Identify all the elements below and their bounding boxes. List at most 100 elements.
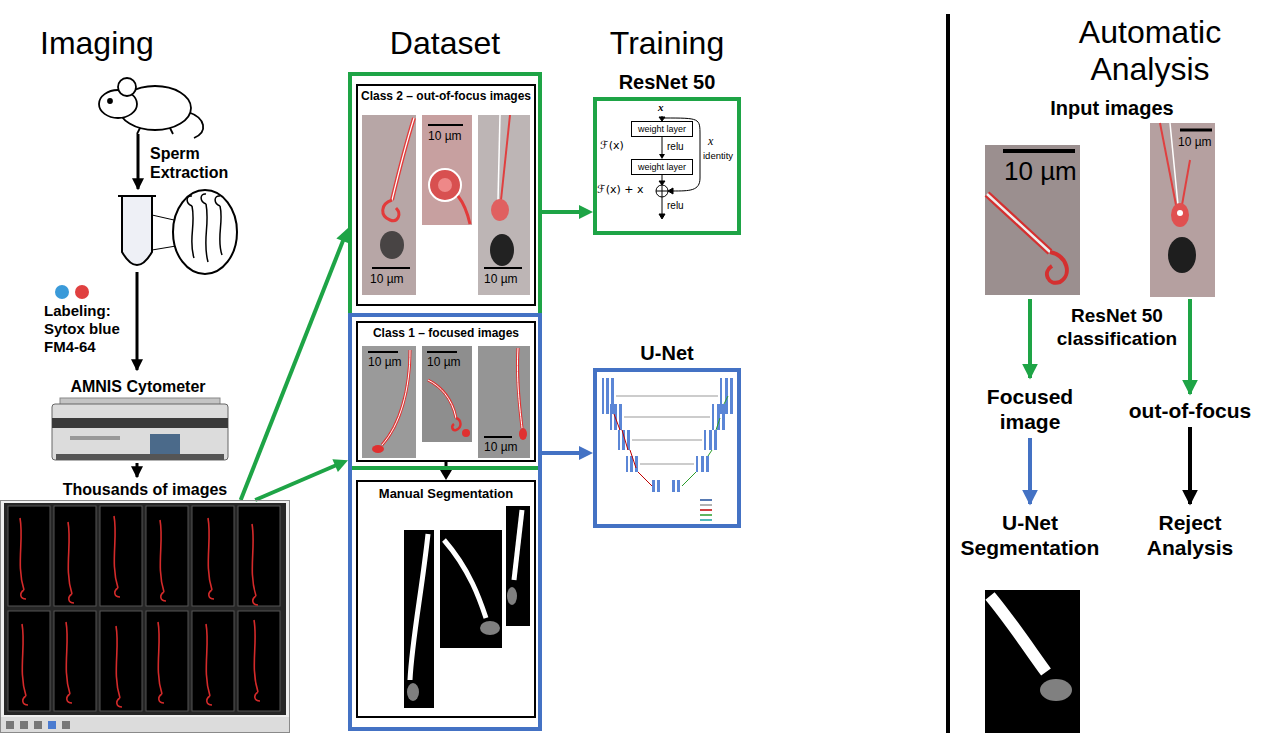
flow-arrow [241,228,350,500]
label-anchor: 10 µm [484,272,518,286]
out-of-focus-micrograph [458,196,470,224]
unet-architecture-drawing [635,456,638,472]
unet-architecture-drawing [720,378,722,414]
math-label: ℱ(x) [600,139,624,152]
box-text: weight layer [638,122,686,136]
out-of-focus-micrograph [392,118,414,200]
unet-architecture-drawing [657,480,660,492]
unet-architecture-drawing [626,456,628,472]
residual-block-drawing [662,197,663,215]
image-gallery-screenshot [116,626,122,707]
step-label: AMNIS Cytometer [48,377,228,396]
flow-arrow [1028,438,1032,504]
step-label: ResNet 50 classification [1051,304,1183,350]
label-anchor: identity [703,150,733,161]
dye-dots [55,285,69,299]
image-gallery-screenshot [0,717,290,733]
box-text: weight layer [638,160,686,174]
segmentation-mask [410,534,428,680]
output-mask [985,590,1080,733]
column-header: Dataset [350,24,540,62]
unet-architecture-drawing [640,464,694,465]
image-gallery-screenshot [34,721,42,729]
label-anchor: 10 µm [368,355,402,369]
tube-drawing [118,195,156,197]
image-gallery-screenshot [22,624,28,705]
label-anchor: x [658,101,664,114]
connector-line [241,240,344,500]
scale-bar-label: 10 µm [428,129,462,143]
network-box: ResNet 50weight layerweight layer [593,97,741,235]
out-of-focus-micrograph [372,267,410,269]
input-micrograph [1003,149,1075,153]
label-anchor: 10 µm [1178,135,1212,149]
label-anchor: Imaging [40,24,154,62]
unet-architecture-drawing [706,456,709,472]
box-text: U-Net [640,341,693,365]
image-gallery-screenshot [54,506,96,606]
label-anchor: U-Net Segmentation [956,510,1104,560]
box-text: Thousands of images [63,480,227,499]
out-of-focus-micrograph [438,178,452,192]
label-anchor: Automatic Analysis [1045,14,1255,88]
tube-drawing [152,246,176,250]
box-text: Class 2 – out-of-focus images [361,89,531,103]
output-mask [1040,679,1072,701]
focused-micrograph [517,348,522,428]
cytometer-drawing [150,434,180,454]
arrowhead [579,446,593,460]
label-anchor: relu [667,200,684,212]
flow-arrow [542,205,593,219]
unet-architecture-drawing [704,430,706,450]
mouse-drawing [108,99,112,103]
math-label: ℱ(x) + x [597,183,643,196]
box-text: Class 1 – focused images [373,326,519,340]
image-gallery-screenshot [114,516,120,597]
column-header: Imaging [40,24,154,62]
focused-micrograph [452,418,460,430]
label-anchor: AMNIS Cytometer [48,377,228,396]
dye-dots [75,285,89,299]
unet-architecture-drawing [700,514,712,516]
output-mask [985,590,1080,733]
unet-architecture-drawing [619,404,622,430]
flow-arrow [255,459,348,500]
focused-micrograph [427,351,457,353]
connector-line [542,210,580,214]
out-of-focus-micrograph [478,115,530,295]
unet-architecture-drawing [602,378,604,414]
image-gallery-screenshot [4,503,286,715]
column-header: Training [572,24,762,62]
flow-arrow [1188,427,1192,504]
input-micrograph [985,123,1215,297]
focused-micrograph [519,428,527,440]
out-of-focus-micrograph [428,124,463,126]
tube-drawing [118,190,237,274]
process-arrow [136,272,139,370]
segmentation-mask [506,506,530,626]
input-micrograph [987,194,1050,252]
network-box: U-Net [593,368,741,528]
label-anchor: 10 µm [428,129,462,143]
segmentation-mask [480,621,500,635]
column-header: Automatic Analysis [1045,14,1255,88]
segmentation-mask [444,540,486,618]
tube-drawing [187,194,222,262]
image-gallery-screenshot [238,611,280,711]
image-gallery-screenshot [8,506,50,606]
arrowhead [579,205,593,219]
image-gallery-screenshot [146,506,188,606]
segmentation-box: Manual Segmentation [356,480,536,718]
residual-block-drawing [656,185,668,197]
label-anchor: 10 µm [370,272,404,286]
arrowhead [440,470,452,480]
input-micrograph [1168,237,1196,273]
image-gallery-screenshot [160,520,166,601]
step-label: out-of-focus [1120,398,1260,423]
scale-bar-label: 10 µm [1178,135,1212,149]
image-gallery-screenshot [68,522,74,603]
focused-micrograph [428,380,456,418]
image-gallery-screenshot [146,611,188,711]
connector-line [662,137,663,155]
out-of-focus-micrograph [491,199,509,221]
